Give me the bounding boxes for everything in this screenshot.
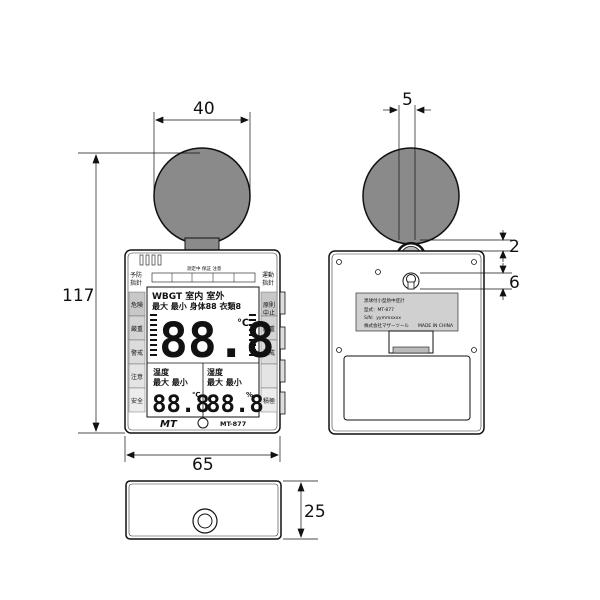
left-level-column: 危険 厳重 警戒 注意 安全 <box>128 291 146 413</box>
big-unit: ℃ <box>237 318 249 329</box>
tab-strip <box>151 272 256 283</box>
lower-left-title: 温度 <box>153 367 170 377</box>
lcd-row1: WBGT 室内 室外 <box>152 290 224 302</box>
battery-door <box>343 355 471 421</box>
depth-dimension <box>283 480 318 540</box>
front-button <box>197 417 209 429</box>
right-level-2: 厳重 <box>263 325 275 333</box>
front-view: 測定中 保証 注意 予防 指針 運動 指針 危険 厳重 警戒 注意 安全 <box>124 147 286 434</box>
svg-text:指針: 指針 <box>130 279 142 287</box>
left-level-3: 警戒 <box>131 349 143 357</box>
lower-left-unit: ℃ <box>192 391 200 399</box>
dim-stem-width: 5 <box>402 90 413 110</box>
left-header: 予防 <box>130 271 142 279</box>
dim-depth: 25 <box>304 502 326 522</box>
back-label <box>355 292 459 332</box>
dim-ring-gap: 2 <box>509 237 520 257</box>
right-level-3: 警戒 <box>263 349 275 357</box>
left-level-5: 安全 <box>131 397 143 405</box>
label-origin: MADE IN CHINA <box>418 323 454 329</box>
right-level-5: 積極 <box>263 397 275 405</box>
big-digits: 88.8 <box>159 313 275 369</box>
right-header: 運動 <box>262 271 274 279</box>
dim-hole-size: 6 <box>509 273 520 293</box>
label-serial: S/N：yymmxxxx <box>364 315 401 321</box>
right-level-column: 原則 中止 厳重 警戒 積極 <box>260 291 278 413</box>
label-model: 型式：MT-877 <box>364 306 394 313</box>
lower-right-title: 湿度 <box>207 367 224 377</box>
back-view: 黒球付小型熱中症計 型式：MT-877 S/N：yymmxxxx 株式会社マザー… <box>328 147 485 435</box>
side-buttons <box>279 291 286 415</box>
svg-text:中止: 中止 <box>263 309 275 317</box>
svg-text:指針: 指針 <box>262 279 274 287</box>
lower-right-unit: % <box>246 391 253 399</box>
left-level-2: 厳重 <box>131 325 143 333</box>
lower-right-digits: 88.8 <box>206 390 264 418</box>
front-globe <box>153 147 251 245</box>
vent-slots <box>139 254 162 266</box>
model-label: MT-877 <box>220 420 246 428</box>
front-dimensions <box>78 112 281 462</box>
dim-body-width: 65 <box>192 455 214 475</box>
label-title: 黒球付小型熱中症計 <box>364 297 405 304</box>
label-company: 株式会社マザーツール <box>364 322 409 329</box>
dim-globe-diameter: 40 <box>193 99 215 119</box>
dim-total-height: 117 <box>62 286 94 306</box>
back-dimensions <box>383 105 512 300</box>
bottom-view <box>125 480 282 540</box>
lower-left-digits: 88.8 <box>152 390 210 418</box>
left-level-1: 危険 <box>131 301 143 309</box>
lcd-row2: 最大 最小 身体88 衣類8 <box>152 301 241 311</box>
lcd-bargraph <box>150 314 256 356</box>
top-label: 測定中 保証 注意 <box>187 265 222 272</box>
right-level-1: 原則 <box>263 301 275 309</box>
brand-logo: MT <box>160 419 178 430</box>
lower-left-sub: 最大 最小 <box>153 377 188 387</box>
left-level-4: 注意 <box>131 373 143 381</box>
back-globe <box>362 147 460 245</box>
lower-right-sub: 最大 最小 <box>207 377 242 387</box>
keyhole <box>402 272 420 290</box>
